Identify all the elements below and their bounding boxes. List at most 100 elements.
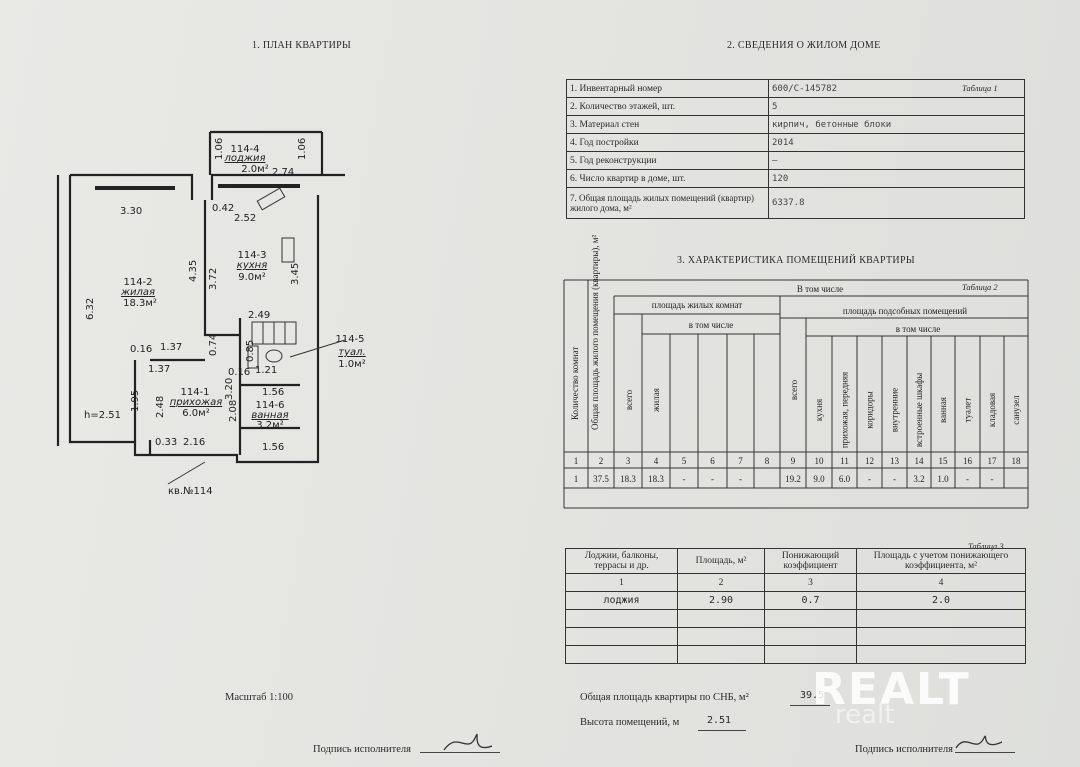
column-number: 14 [915, 456, 925, 466]
header-aux-col: кухня [814, 399, 824, 421]
table-row: 5. Год реконструкции— [566, 151, 1025, 170]
dim: 2.48 [155, 396, 166, 418]
column-number: 7 [738, 456, 743, 466]
dim: 0.85 [245, 340, 256, 362]
column-number: 10 [815, 456, 825, 466]
data-cell: 18.3 [620, 474, 636, 484]
data-cell: 37.5 [593, 474, 609, 484]
data-cell: - [991, 474, 994, 484]
header-all: всего [789, 379, 799, 400]
header-aux-col: ванная [938, 397, 948, 423]
column-number: 6 [710, 456, 715, 466]
room-area-hall: 6.0м² [182, 408, 209, 419]
room-code-loggia: 114-4 [230, 144, 259, 155]
room-code-bath: 114-6 [255, 400, 284, 411]
dim: 2.16 [183, 437, 205, 448]
height-label: Высота помещений, м [580, 717, 680, 728]
rooms-char-header: 3. ХАРАКТЕРИСТИКА ПОМЕЩЕНИЙ КВАРТИРЫ [677, 255, 915, 266]
room-code-wc: 114-5 [335, 334, 364, 345]
dim: 1.37 [148, 364, 170, 375]
data-cell: 19.2 [785, 474, 801, 484]
dim: 1.21 [255, 365, 277, 376]
watermark-logo: REALT [812, 664, 971, 715]
dim: 3.72 [208, 268, 219, 290]
data-cell: 1 [574, 474, 579, 484]
room-area-kitchen: 9.0м² [238, 272, 265, 283]
table-row: 7. Общая площадь жилых помещений (кварти… [566, 187, 1025, 219]
column-number: 18 [1012, 456, 1022, 466]
room-name-living: жилая [120, 287, 155, 298]
header-in-total: В том числе [797, 284, 843, 294]
header-aux-col: прихожая, передняя [840, 372, 850, 448]
dim: 1.56 [262, 442, 284, 453]
column-number: 8 [765, 456, 770, 466]
dim: 0.42 [212, 203, 234, 214]
total-area-line [790, 705, 830, 706]
column-number: 4 [654, 456, 659, 466]
column-number: 13 [890, 456, 900, 466]
room-name-bath: ванная [251, 410, 288, 421]
header-aux-col: кладовая [987, 393, 997, 427]
column-number: 12 [865, 456, 874, 466]
scale-label: Масштаб 1:100 [225, 692, 294, 703]
height-value: 2.51 [707, 715, 732, 726]
room-area-bath: 3.2м² [256, 420, 283, 431]
total-area-label: Общая площадь квартиры по СНБ, м² [580, 692, 749, 703]
house-info-header: 2. СВЕДЕНИЯ О ЖИЛОМ ДОМЕ [727, 40, 881, 51]
dim: 1.06 [297, 138, 308, 160]
dim: 1.95 [130, 390, 141, 412]
dim: 2.49 [248, 310, 270, 321]
signature-label-right: Подпись исполнителя [855, 744, 953, 755]
signature-line-left [420, 752, 500, 753]
signature-label-left: Подпись исполнителя [313, 744, 411, 755]
ceiling-height: h=2.51 [84, 410, 121, 421]
room-name-loggia: лоджия [224, 153, 266, 164]
header-living-area: площадь жилых комнат [652, 300, 743, 310]
header-aux-col: туалет [963, 398, 973, 423]
room-code-hall: 114-1 [180, 387, 209, 398]
total-area-value: 39.5 [800, 690, 825, 701]
data-cell: - [893, 474, 896, 484]
room-name-kitchen: кухня [237, 260, 267, 271]
dim: 1.37 [160, 342, 182, 353]
watermark-sub: realt [835, 700, 895, 730]
table3-caption: Таблица 3 [968, 541, 1004, 551]
dim: 6.32 [85, 298, 96, 320]
room-area-wc: 1.0м² [338, 359, 365, 370]
data-cell: - [739, 474, 742, 484]
column-number: 16 [963, 456, 973, 466]
header-aux-col: коридоры [865, 391, 875, 428]
dim: 2.74 [272, 167, 294, 178]
header-total-area: Общая площадь жилого помещения (квартиры… [590, 235, 600, 430]
data-cell: - [711, 474, 714, 484]
height-line [698, 730, 746, 731]
apartment-number: кв.№114 [168, 486, 213, 497]
header-rooms-count: Количество комнат [570, 347, 580, 420]
plan-header: 1. ПЛАН КВАРТИРЫ [252, 40, 351, 51]
data-cell: 3.2 [913, 474, 924, 484]
table-row [565, 627, 1026, 646]
column-number: 5 [682, 456, 687, 466]
header-incl: в том числе [689, 320, 733, 330]
header-incl: в том числе [896, 324, 940, 334]
room-name-hall: прихожая [170, 397, 223, 408]
column-number: 15 [939, 456, 949, 466]
data-cell: - [868, 474, 871, 484]
data-cell: 9.0 [813, 474, 825, 484]
column-number: 17 [988, 456, 998, 466]
data-cell: 1.0 [937, 474, 949, 484]
dim: 3.20 [224, 378, 235, 400]
header-living: жилая [651, 388, 661, 413]
data-cell: 18.3 [648, 474, 664, 484]
column-number: 1 [574, 456, 579, 466]
table-row: 6. Число квартир в доме, шт.120 [566, 169, 1025, 188]
column-number: 11 [840, 456, 849, 466]
signature-left-icon [443, 733, 493, 751]
